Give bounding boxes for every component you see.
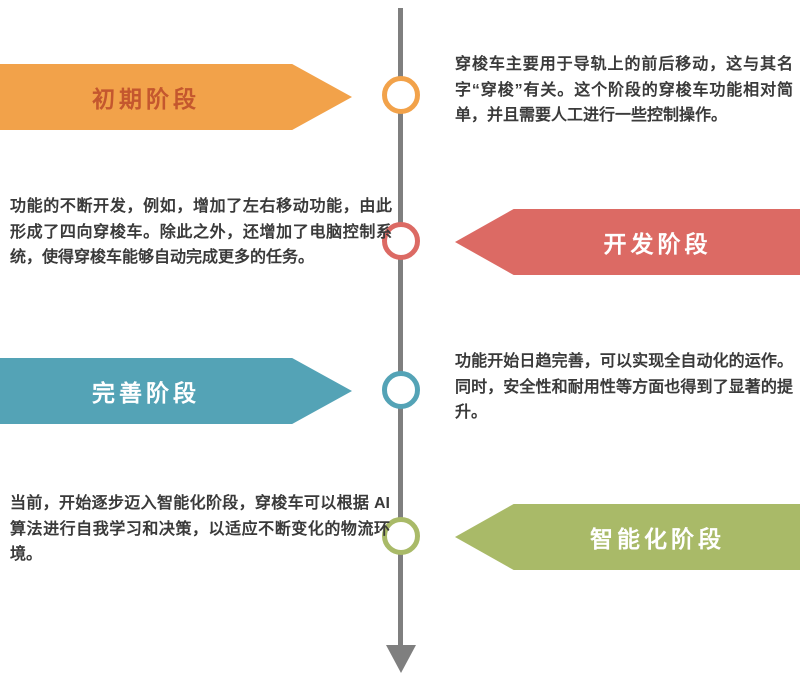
stage-label-improvement: 完善阶段 — [92, 380, 200, 406]
stage-label-development: 开发阶段 — [603, 231, 712, 257]
stage-banner-initial: 初期阶段 — [0, 64, 352, 130]
stage-label-initial: 初期阶段 — [92, 86, 200, 112]
stage-banner-intelligent: 智能化阶段 — [455, 504, 800, 570]
stage-banner-improvement: 完善阶段 — [0, 358, 352, 424]
timeline-node-initial — [382, 76, 420, 114]
stage-label-intelligent: 智能化阶段 — [590, 526, 725, 552]
timeline-arrow-down-icon — [386, 645, 416, 673]
timeline-line — [398, 8, 403, 648]
timeline-node-development — [382, 222, 420, 260]
timeline-node-intelligent — [382, 517, 420, 555]
stage-description-development: 功能的不断开发，例如，增加了左右移动功能，由此形成了四向穿梭车。除此之外，还增加… — [10, 198, 392, 267]
stage-description-initial: 穿梭车主要用于导轨上的前后移动，这与其名字“穿梭”有关。这个阶段的穿梭车功能相对… — [455, 56, 793, 125]
stage-description-intelligent: 当前，开始逐步迈入智能化阶段，穿梭车可以根据 AI 算法进行自我学习和决策，以适… — [10, 495, 390, 564]
stage-description-improvement: 功能开始日趋完善，可以实现全自动化的运作。同时，安全性和耐用性等方面也得到了显著… — [455, 353, 793, 422]
timeline-node-improvement — [382, 371, 420, 409]
stage-banner-development: 开发阶段 — [455, 209, 800, 275]
